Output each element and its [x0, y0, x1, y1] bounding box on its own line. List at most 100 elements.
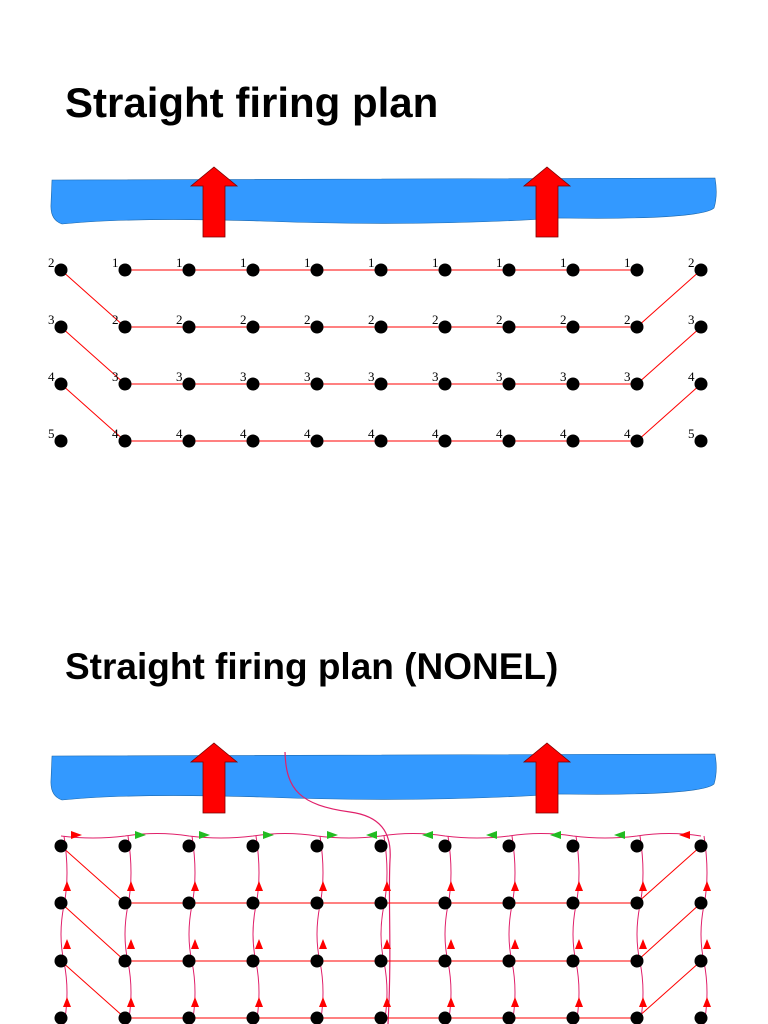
delay-number-label: 1	[240, 255, 247, 270]
delay-number-label: 3	[240, 369, 247, 384]
diagonal-connection-line	[60, 269, 126, 328]
delay-arrow-icon	[703, 939, 711, 949]
nonel-downline	[636, 835, 644, 1024]
blast-hole	[118, 954, 132, 968]
delay-number-label: 4	[240, 426, 247, 441]
delay-arrow-icon	[191, 997, 199, 1007]
blast-hole	[630, 263, 644, 277]
blast-hole	[310, 1011, 324, 1024]
delay-number-label: 3	[688, 312, 695, 327]
trunkline-connector-arrow-icon	[422, 831, 433, 839]
nonel-downline	[252, 835, 260, 1024]
diagonal-connection-line	[60, 383, 126, 442]
blast-hole	[694, 320, 708, 334]
diagonal-connection-line	[636, 902, 702, 962]
blast-hole	[54, 1011, 68, 1024]
delay-arrow-icon	[703, 997, 711, 1007]
blast-hole	[374, 954, 388, 968]
trunkline-connector-arrow-icon	[263, 831, 274, 839]
blast-hole	[310, 320, 324, 334]
lead-in-line	[284, 751, 391, 1024]
trunkline-connector-arrow-icon	[486, 831, 497, 839]
delay-number-label: 4	[368, 426, 375, 441]
delay-arrow-icon	[319, 997, 327, 1007]
delay-number-label: 2	[432, 312, 439, 327]
delay-number-label: 1	[368, 255, 375, 270]
delay-number-label: 3	[560, 369, 567, 384]
trunkline-connector-arrow-icon	[135, 831, 146, 839]
trunkline-connector-arrow-icon	[366, 831, 377, 839]
delay-number-label: 1	[624, 255, 631, 270]
nonel-downline	[188, 835, 196, 1024]
diagonal-connection-line	[60, 902, 126, 962]
up-arrow-icon	[522, 166, 572, 238]
blast-hole	[694, 377, 708, 391]
delay-arrow-icon	[639, 997, 647, 1007]
delay-arrow-icon	[127, 881, 135, 891]
diagonal-connection-line	[636, 960, 702, 1019]
delay-arrow-icon	[319, 881, 327, 891]
diagonal-connection-line	[60, 326, 126, 385]
blast-hole	[502, 896, 516, 910]
blast-hole	[182, 434, 196, 448]
blast-hole	[246, 839, 260, 853]
nonel-downline	[572, 835, 580, 1024]
blast-hole	[182, 896, 196, 910]
blast-hole	[182, 377, 196, 391]
delay-arrow-icon	[63, 939, 71, 949]
blast-hole	[502, 320, 516, 334]
nonel-downline	[316, 835, 324, 1024]
blast-hole	[246, 320, 260, 334]
blast-hole	[374, 839, 388, 853]
blast-hole	[630, 954, 644, 968]
delay-number-label: 4	[688, 369, 695, 384]
delay-number-label: 3	[112, 369, 119, 384]
up-arrow-icon	[189, 166, 239, 238]
blast-hole	[502, 839, 516, 853]
blast-hole	[374, 320, 388, 334]
blast-hole	[374, 434, 388, 448]
delay-number-label: 5	[688, 426, 695, 441]
blast-hole	[694, 434, 708, 448]
delay-arrow-icon	[575, 881, 583, 891]
slide-title-nonel-firing-plan: Straight firing plan (NONEL)	[65, 646, 559, 687]
blast-hole	[566, 377, 580, 391]
delay-arrow-icon	[639, 939, 647, 949]
delay-number-label: 5	[48, 426, 55, 441]
delay-number-label: 3	[368, 369, 375, 384]
delay-arrow-icon	[191, 939, 199, 949]
blast-hole	[182, 839, 196, 853]
delay-arrow-icon	[191, 881, 199, 891]
delay-number-label: 1	[432, 255, 439, 270]
delay-arrow-icon	[511, 881, 519, 891]
blast-hole	[374, 377, 388, 391]
diagonal-connection-line	[60, 960, 126, 1019]
blast-hole	[182, 263, 196, 277]
delay-arrow-icon	[447, 881, 455, 891]
delay-number-label: 4	[496, 426, 503, 441]
blast-hole	[310, 434, 324, 448]
blast-hole	[566, 434, 580, 448]
blast-hole	[54, 954, 68, 968]
blast-hole	[438, 434, 452, 448]
blast-hole	[118, 263, 132, 277]
blast-hole	[118, 320, 132, 334]
nonel-downline	[700, 835, 708, 1024]
blast-hole	[374, 263, 388, 277]
blast-hole	[118, 1011, 132, 1024]
blast-hole	[118, 839, 132, 853]
blast-hole	[630, 1011, 644, 1024]
blast-hole	[502, 377, 516, 391]
delay-number-label: 2	[624, 312, 631, 327]
up-arrow-icon	[189, 742, 239, 814]
blast-hole	[374, 1011, 388, 1024]
blast-hole	[438, 1011, 452, 1024]
diagonal-connection-line	[60, 845, 126, 904]
blast-hole	[438, 320, 452, 334]
diagonal-connection-line	[636, 383, 702, 442]
blast-hole	[566, 954, 580, 968]
delay-number-label: 3	[624, 369, 631, 384]
blast-hole	[438, 896, 452, 910]
delay-arrow-icon	[255, 881, 263, 891]
diagonal-connection-line	[636, 269, 702, 328]
